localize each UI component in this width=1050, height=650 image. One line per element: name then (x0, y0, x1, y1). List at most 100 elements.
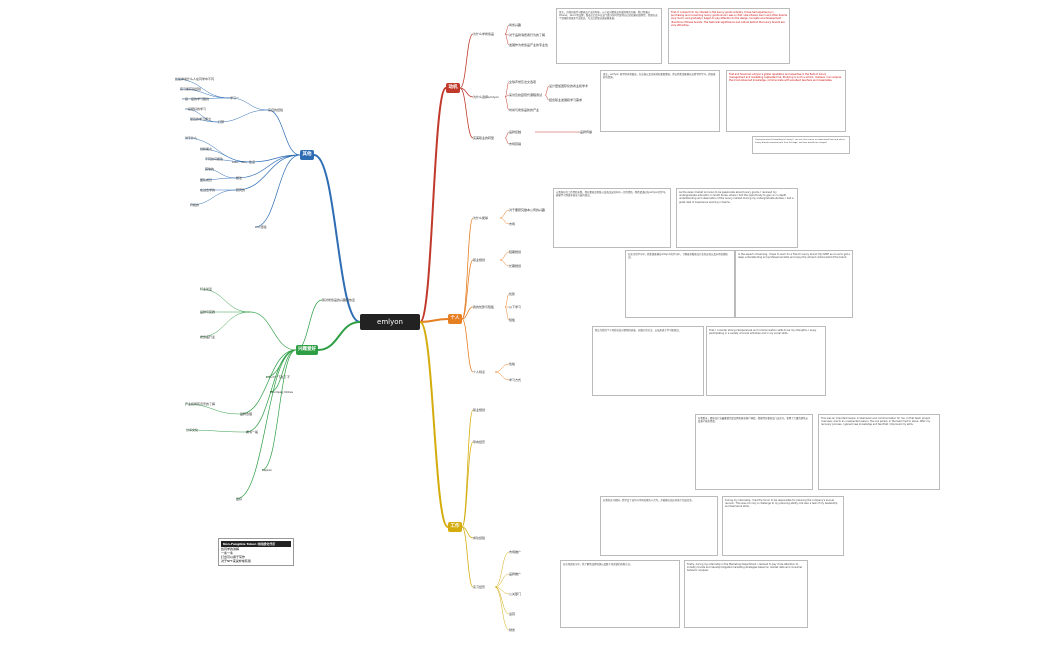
node-interest-5[interactable]: Lunch一下如了不 (266, 375, 290, 379)
node-strength-weakness[interactable]: 我的优势与短板 (473, 305, 495, 309)
node-interest-4[interactable]: 奢侈品行业 (200, 335, 216, 339)
link (254, 154, 301, 228)
branch-work[interactable]: 工作 (448, 522, 462, 532)
node-other-4[interactable]: 学习一 (230, 96, 240, 100)
node-other-10[interactable]: 对于什么 (185, 136, 198, 140)
node-personality[interactable]: 性格 (509, 362, 516, 366)
node-other-11[interactable]: 创新能力 (200, 147, 213, 151)
node-market[interactable]: 市场 (509, 222, 516, 226)
branch-interests[interactable]: 兴趣爱好 (296, 345, 318, 355)
link (419, 87, 447, 323)
node-other-3[interactable]: 一级一级的学习路线 (182, 97, 210, 101)
node-career-plan[interactable]: 职业规划 (473, 258, 486, 262)
root-node[interactable]: emlyon (360, 314, 420, 330)
node-interest-12[interactable]: 爱好 (236, 497, 243, 501)
box-motivation-cn-2: 首先，emlyon 商学院声誉很高，在法国以及全球排名都很靠前。所以我希望能够在… (600, 70, 720, 132)
nft-legend-box: Non-Fungible Token 非同质化代币 给同学的讲解 一条一条 打出… (218, 538, 294, 566)
node-other-2[interactable]: 实习能获得经验 (180, 87, 202, 91)
node-work-plan[interactable]: 职业规划 (473, 408, 486, 412)
node-other-13[interactable]: 其他的 (205, 167, 215, 171)
node-interest-7[interactable]: 产业和所有背景的了解 (185, 402, 216, 406)
node-global-reputation[interactable]: 全球声誉及法文选项 (509, 80, 537, 84)
node-why-luxury[interactable]: 为什么学奢侈品 (473, 32, 495, 36)
branch-motivation[interactable]: 动机 (446, 83, 460, 93)
node-career-change[interactable]: 完美职业的转型 (473, 136, 495, 140)
box-personal-en-1: As the Asian market is known to be passi… (676, 188, 798, 248)
branch-other[interactable]: 其他 (300, 150, 314, 160)
node-short-term[interactable]: 短期规划 (509, 250, 522, 254)
node-intern-brand[interactable]: 品牌推广 (509, 572, 522, 576)
node-other-1[interactable]: 比如参考什么人在同学中不同 (175, 77, 215, 81)
link (184, 403, 241, 415)
node-other-5[interactable]: 一段很好的学习 (185, 107, 207, 111)
link (419, 318, 449, 323)
node-interest-2[interactable]: 行业最爱 (200, 287, 213, 291)
node-intern-pr[interactable]: 公关部门 (509, 592, 522, 596)
node-fashion-industry[interactable]: 时尚与奢侈品新的产业 (509, 108, 540, 112)
link (204, 168, 237, 179)
node-other-19[interactable]: nnc经验 (255, 225, 267, 229)
link (199, 311, 251, 338)
node-interest-8[interactable]: 品牌合理 (240, 412, 253, 416)
node-career-study[interactable]: 结合职业发展和学习需求 (549, 98, 583, 102)
node-brand-contact[interactable]: 品牌接触 (509, 130, 522, 134)
link (199, 177, 237, 181)
node-learning[interactable]: 以下学习 (509, 305, 522, 309)
node-why-able[interactable]: 为什么能够 (473, 216, 489, 220)
node-company-interest[interactable]: 对于要研究做本公司的兴趣 (509, 208, 546, 212)
node-other-15[interactable]: 在过去学的 (200, 188, 216, 192)
link (229, 97, 269, 111)
box-personal-en-3: First, I consider strong interpersonal a… (706, 326, 826, 396)
node-campus-course[interactable]: 来访及校园现代课程测试 (509, 93, 543, 97)
branch-personal[interactable]: 个人 (448, 314, 462, 324)
node-interest-10[interactable]: 看书一般 (246, 430, 259, 434)
node-other-9[interactable]: Lieu、Abl、生活 (232, 160, 256, 164)
link (504, 96, 510, 111)
link (179, 88, 231, 99)
node-other-8[interactable]: 打算 (218, 120, 225, 124)
node-other-6[interactable]: 最后的学习能力 (190, 117, 212, 121)
node-learning-style[interactable]: 学习方式 (509, 378, 522, 382)
link (499, 251, 510, 261)
link (504, 306, 510, 321)
node-international[interactable]: 设计更加国际化的商业和学术 (549, 84, 589, 88)
node-other-7[interactable]: 来自的经验 (268, 108, 284, 112)
box-motivation-quote: Communication & branding in Luxury: I ca… (752, 136, 850, 154)
node-other-17[interactable]: 研究的 (236, 188, 246, 192)
node-intern-marketing[interactable]: 市场推广 (509, 550, 522, 554)
node-strength[interactable]: 优势 (509, 292, 516, 296)
link (461, 217, 474, 320)
node-internship[interactable]: 实习经历 (473, 585, 486, 589)
node-interest-1[interactable]: 我对奢侈品的兴趣和热爱 (322, 298, 356, 302)
node-other-14[interactable]: 团队成员 (200, 178, 213, 182)
link (494, 363, 510, 373)
node-other-12[interactable]: 不同的可能性 (205, 157, 224, 161)
link (494, 371, 510, 381)
node-brand-communication[interactable]: 品牌传播 (580, 130, 593, 134)
link (204, 158, 251, 163)
node-business-interest[interactable]: 商务兴趣 (509, 23, 522, 27)
node-other-16[interactable]: 想法 (236, 176, 243, 180)
node-why-emlyon[interactable]: 为什么选择emlyon (473, 95, 500, 99)
nft-legend-line-3: 打出可以用于写作 (221, 555, 246, 559)
node-work-success[interactable]: 成功经验 (473, 536, 486, 540)
node-work-guide[interactable]: 导向经历 (473, 440, 486, 444)
box-motivation-en-1: First, it comes from my interest in the … (668, 8, 790, 64)
node-consumer-behavior[interactable]: 对于品牌消费者行为的了解 (509, 33, 546, 37)
node-interest-11[interactable]: kaplan (262, 468, 273, 472)
node-marketing[interactable]: 市场营销 (509, 142, 522, 146)
node-weakness[interactable]: 短板 (509, 318, 516, 322)
box-motivation-cn-1: 首先，当我开始学习奢侈品产业的时候，从小就对奢侈品有很浓厚的兴趣。我已经通过Ch… (556, 8, 662, 64)
node-interest-3[interactable]: 品牌与实践 (200, 310, 216, 314)
link (494, 551, 510, 588)
node-personal-traits[interactable]: 个人特点 (473, 370, 486, 374)
node-other-18[interactable]: 开拓的 (190, 203, 200, 207)
box-motivation-en-2: First and foremost, emlyon's global repu… (726, 70, 846, 132)
node-professional-skill[interactable]: 发展作为奢侈品产业的专业性 (509, 43, 549, 47)
node-interest-6[interactable]: Wordpeg Notes (270, 390, 293, 394)
node-intern-ops[interactable]: 运营 (509, 612, 516, 616)
nft-legend-title: Non-Fungible Token 非同质化代币 (221, 541, 291, 547)
node-long-term[interactable]: 长期规划 (509, 264, 522, 268)
node-interest-9[interactable]: 分享文化 (186, 428, 199, 432)
node-intern-finance[interactable]: 财务 (509, 628, 516, 632)
